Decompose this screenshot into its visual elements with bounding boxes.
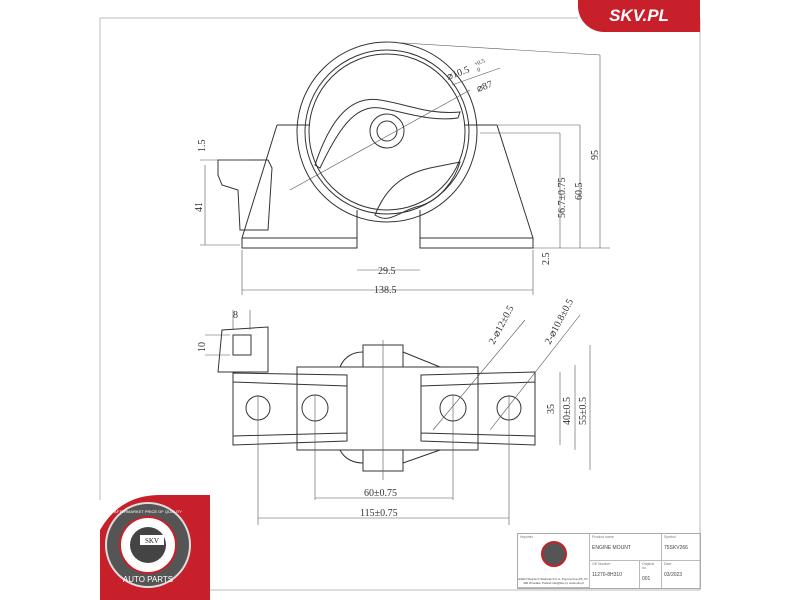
product-label: Product name	[592, 535, 614, 539]
symbol-cell: Symbol 75SKV266	[662, 534, 700, 561]
dim-95: 95	[590, 150, 601, 160]
dim-138-5: 138.5	[374, 285, 397, 296]
skv-logo: SKV AUTO PARTS AFTERMARKET PRICE OF QUAL…	[100, 495, 210, 600]
logo-text: SKV	[145, 537, 159, 545]
skv-badge[interactable]: SKV.PL	[578, 0, 700, 32]
oe-cell: OE Number 11270-8H310	[590, 561, 640, 588]
top-view: ⌀10.5 +0.5 0 ⌀87 1.5 41 56.7±0.75 60.5 9…	[194, 41, 610, 296]
importer-text: ESEN Wojciech Walczak S.K.A. Poprzeczna …	[518, 577, 589, 585]
product-name: ENGINE MOUNT	[592, 545, 631, 551]
dim-bore-tolerance-upper: +0.5	[474, 59, 486, 68]
bottom-view: 8 10 2-⌀12±0.5 2-⌀10.8±0.5 35 40±0.5 55±…	[197, 297, 591, 525]
dim-diameter: ⌀87	[475, 79, 494, 95]
product-cell: Product name ENGINE MOUNT	[590, 534, 662, 561]
dim-40: 40±0.5	[562, 397, 573, 425]
dim-8: 8	[233, 310, 238, 321]
importer-cell: Importer ESEN Wojciech Walczak S.K.A. Po…	[518, 534, 590, 588]
dim-29-5: 29.5	[378, 266, 396, 277]
original-value: 001	[642, 576, 651, 582]
oe-label: OE Number	[592, 562, 611, 566]
title-block: Importer ESEN Wojciech Walczak S.K.A. Po…	[517, 533, 701, 589]
dim-41: 41	[194, 202, 205, 212]
dim-2-5: 2.5	[541, 253, 552, 266]
date-value: 03/2023	[664, 572, 683, 578]
oe-value: 11270-8H310	[592, 572, 622, 578]
dim-60-5: 60.5	[574, 183, 585, 201]
dim-bore-tolerance-lower: 0	[477, 67, 482, 74]
dim-115: 115±0.75	[360, 508, 398, 519]
original-label: Original no.	[642, 562, 655, 570]
dim-55: 55±0.5	[578, 397, 589, 425]
dim-56-7: 56.7±0.75	[557, 178, 568, 219]
logo-ring-bottom: AUTO PARTS	[123, 575, 173, 584]
dim-60: 60±0.75	[364, 488, 397, 499]
date-label: Date	[664, 562, 672, 566]
date-cell: Date 03/2023	[662, 561, 700, 588]
dim-hole-12: 2-⌀12±0.5	[487, 304, 517, 347]
dim-10: 10	[197, 342, 208, 352]
logo-ring-top: AFTERMARKET PRICE OF QUALITY	[114, 509, 182, 514]
dim-1-5: 1.5	[197, 140, 208, 153]
symbol-value: 75SKV266	[664, 545, 688, 551]
dim-35: 35	[546, 404, 557, 414]
importer-label: Importer	[520, 535, 534, 539]
drawing-frame	[99, 17, 701, 591]
dim-hole-10-8: 2-⌀10.8±0.5	[543, 297, 576, 346]
importer-logo-icon	[540, 541, 567, 567]
symbol-label: Symbol	[664, 535, 676, 539]
original-cell: Original no. 001	[640, 561, 662, 588]
